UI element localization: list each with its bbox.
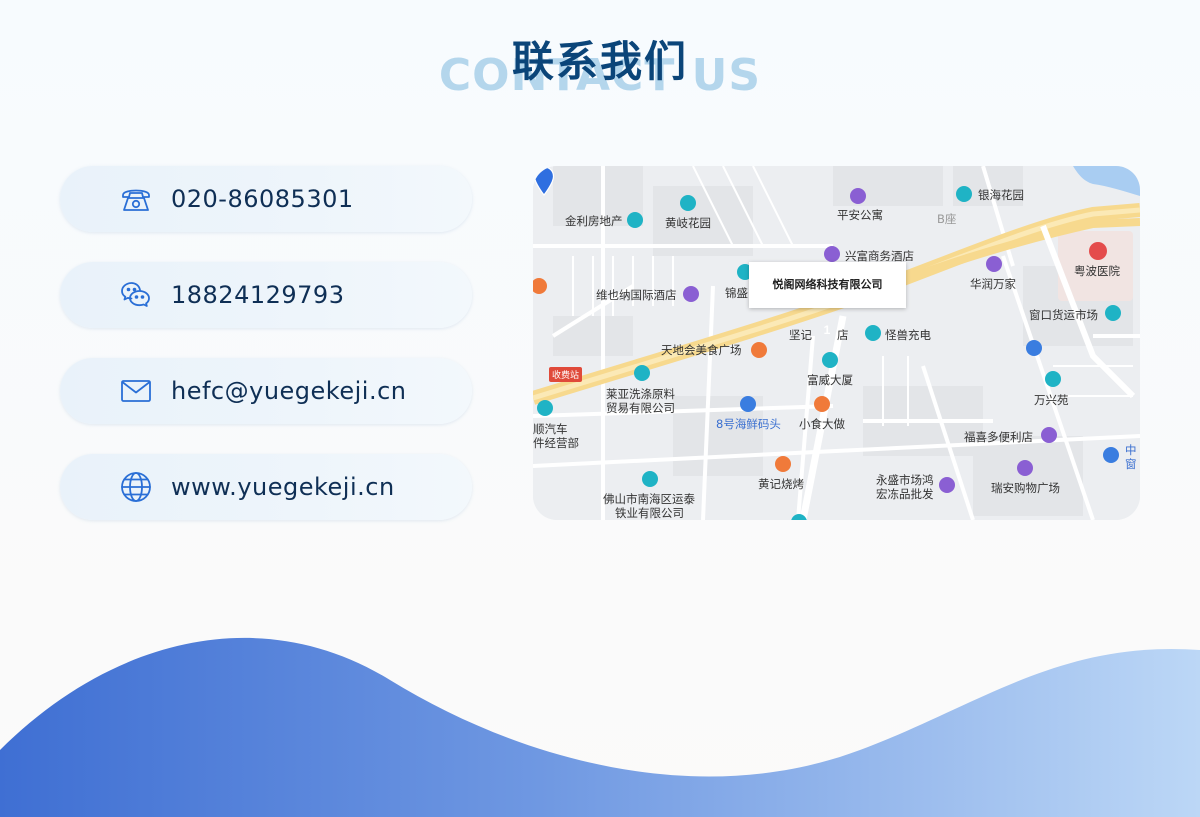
poi-label: 窗口货运市场 (1029, 308, 1098, 322)
poi-label: 件经营部 (533, 436, 579, 450)
poi-label: 黄记烧烤 (758, 477, 804, 491)
map-info-popup[interactable]: 悦阁网络科技有限公司 (749, 262, 906, 308)
poi-label: 贸易有限公司 (606, 401, 675, 415)
poi-label: 怪兽充电 (885, 328, 931, 342)
map-base (533, 166, 1140, 520)
globe-icon (120, 471, 152, 503)
contact-email[interactable]: hefc@yuegekeji.cn (60, 358, 472, 424)
contact-list: 020-86085301 18824129793 hefc@yuegekeji.… (60, 166, 472, 550)
contact-phone[interactable]: 020-86085301 (60, 166, 472, 232)
poi-label: 福喜多便利店 (964, 430, 1033, 444)
poi-label: 店 (837, 328, 849, 342)
poi-label: 宏冻品批发 (876, 487, 934, 501)
poi-label: 维也纳国际酒店 (596, 288, 677, 302)
wechat-number: 18824129793 (171, 281, 345, 309)
poi-label: 银海花园 (978, 188, 1024, 202)
poi-label: 永盛市场鸿 (876, 473, 934, 487)
contact-wechat[interactable]: 18824129793 (60, 262, 472, 328)
location-map[interactable]: 金利房地产 黄岐花园 平安公寓 B座 银海花园 兴富商务酒店 粤波医院 华润万家… (533, 166, 1140, 520)
poi-label: 兴富商务酒店 (845, 249, 914, 263)
poi-label: 8号海鲜码头 (716, 417, 781, 431)
poi-label: 平安公寓 (837, 208, 883, 222)
poi-label: 锦盛 (725, 286, 748, 300)
section-header: CONTACT US 联系我们 (0, 0, 1200, 120)
poi-label: 瑞安购物广场 (991, 481, 1060, 495)
poi-label: 富威大厦 (807, 373, 853, 387)
toll-station-label: 收费站 (549, 367, 583, 382)
title-english: CONTACT US (438, 50, 762, 101)
contact-website[interactable]: www.yuegekeji.cn (60, 454, 472, 520)
poi-label: 铁业有限公司 (615, 506, 684, 520)
poi-label: 中 (1125, 443, 1137, 457)
poi-label: 坚记 (789, 328, 812, 342)
poi-label: 莱亚洗涤原料 (606, 387, 675, 401)
wechat-icon (120, 279, 152, 311)
map-marker-number: 1 (823, 323, 831, 337)
poi-label: 粤波医院 (1074, 264, 1120, 278)
poi-label: 天地会美食广场 (661, 343, 742, 357)
website-url: www.yuegekeji.cn (171, 473, 395, 501)
phone-icon (120, 183, 152, 215)
mail-icon (120, 375, 152, 407)
poi-label: 佛山市南海区运泰 (603, 492, 695, 506)
poi-label: 黄岐花园 (665, 216, 711, 230)
poi-label: 金利房地产 (565, 214, 623, 228)
poi-label: 万兴苑 (1034, 393, 1069, 407)
map-marker-icon[interactable] (533, 166, 555, 196)
poi-label: 顺汽车 (533, 422, 568, 436)
poi-label: B座 (937, 212, 957, 226)
poi-label: 窗 (1125, 457, 1137, 471)
page-title: 联系我们 (511, 37, 688, 86)
phone-number: 020-86085301 (171, 185, 354, 213)
poi-label: 华润万家 (970, 277, 1016, 291)
poi-label: 小食大做 (799, 417, 845, 431)
email-address: hefc@yuegekeji.cn (171, 377, 407, 405)
